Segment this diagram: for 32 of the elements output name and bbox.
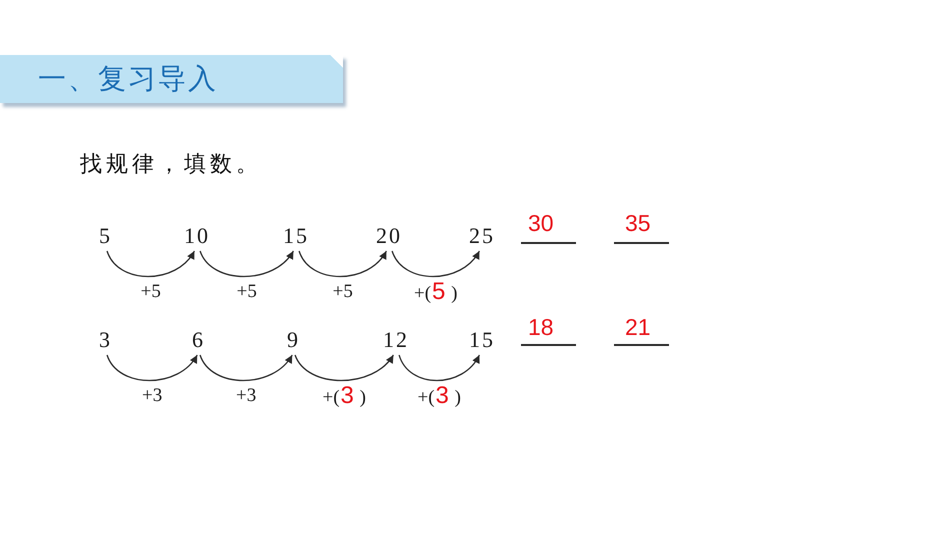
curved-arrow xyxy=(106,354,198,382)
number-text: 25 xyxy=(469,224,495,251)
number-text: 12 xyxy=(383,328,409,355)
answer-text: 30 xyxy=(528,210,554,236)
edge-label: +(3 ) xyxy=(322,384,366,410)
edge-label: +3 xyxy=(142,384,162,408)
edge-label: +5 xyxy=(140,280,161,304)
edge-label: +(5 ) xyxy=(414,280,458,306)
answer-text: 21 xyxy=(625,314,651,340)
number-text: 20 xyxy=(376,224,402,251)
edge-label: +3 xyxy=(236,384,256,408)
answer-text: 18 xyxy=(528,314,554,340)
number-text: 15 xyxy=(469,328,495,355)
number-text: 5 xyxy=(99,224,112,251)
instruction-text: 找规律，填数。 xyxy=(80,151,262,179)
number-text: 10 xyxy=(184,224,210,251)
number-text: 3 xyxy=(99,328,112,355)
number-text: 9 xyxy=(287,328,300,355)
curved-arrow xyxy=(398,354,480,382)
curved-arrow xyxy=(392,250,480,278)
curved-arrow xyxy=(298,250,387,278)
number-text: 15 xyxy=(283,224,309,251)
curved-arrow xyxy=(200,250,294,278)
curved-arrow xyxy=(294,354,394,382)
edge-label: +(3 ) xyxy=(418,384,461,410)
answer-text: 35 xyxy=(625,210,651,236)
number-text: 6 xyxy=(192,328,205,355)
edge-label: +5 xyxy=(332,280,353,304)
curved-arrow xyxy=(106,250,195,278)
title-text: 一、复习导入 xyxy=(38,62,218,96)
curved-arrow xyxy=(199,354,293,382)
edge-label: +5 xyxy=(236,280,257,304)
